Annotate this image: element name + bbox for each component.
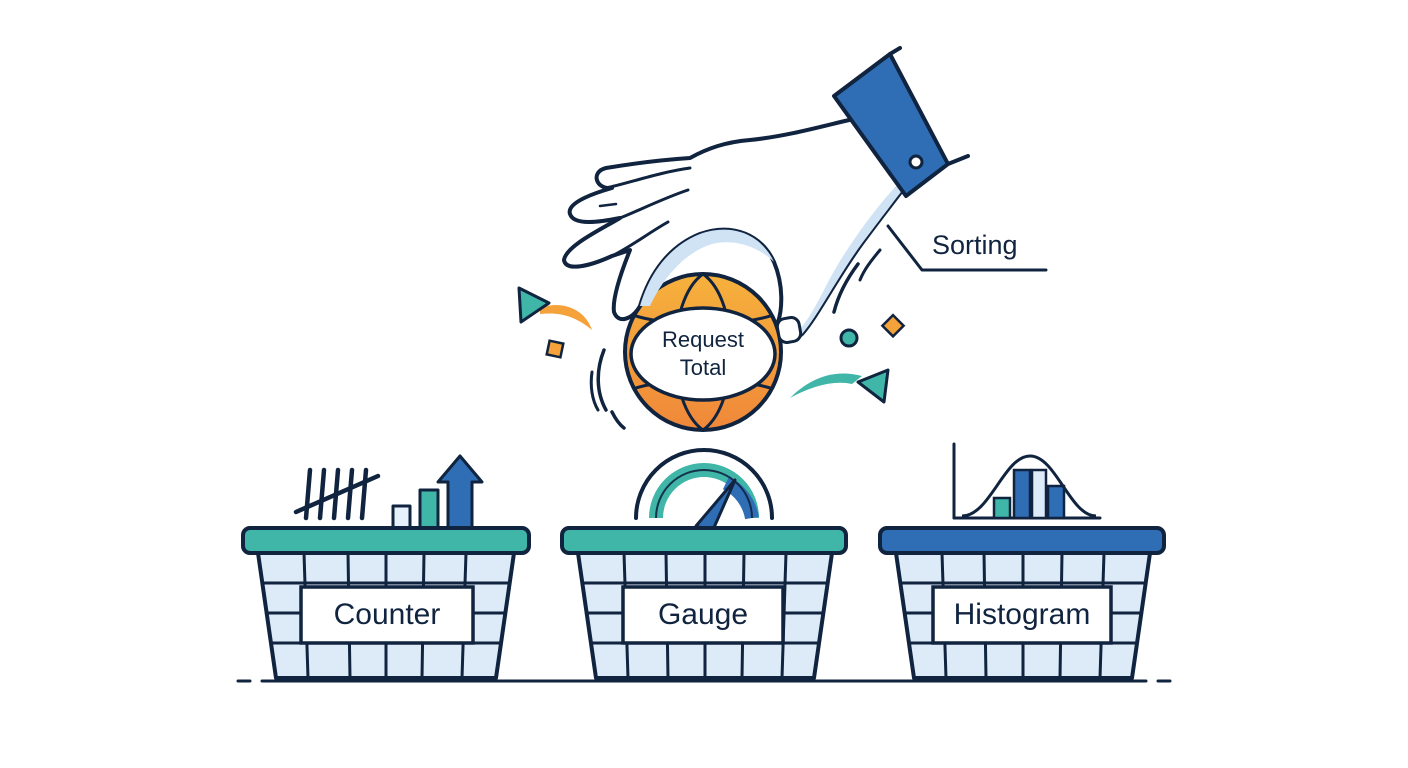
ball-label-line2: Total bbox=[680, 355, 726, 380]
request-total-ball: Request Total bbox=[623, 272, 783, 432]
gauge-basket: Gauge bbox=[560, 448, 848, 680]
triangle-marker-left bbox=[517, 286, 551, 324]
histogram-basket: Histogram bbox=[878, 442, 1166, 680]
triangle-marker-right bbox=[856, 368, 890, 404]
histogram-label: Histogram bbox=[954, 598, 1091, 631]
sorting-callout: Sorting bbox=[886, 224, 1048, 272]
sorting-label: Sorting bbox=[932, 230, 1018, 260]
counter-label: Counter bbox=[334, 598, 441, 631]
bell-curve-histogram-icon bbox=[952, 442, 1102, 520]
counter-basket: Counter bbox=[241, 454, 531, 680]
tally-marks-icon bbox=[293, 467, 381, 521]
gauge-dial-icon bbox=[634, 448, 774, 534]
gauge-label: Gauge bbox=[658, 598, 748, 631]
ball-label-line1: Request bbox=[662, 327, 744, 352]
hand-icon bbox=[562, 46, 970, 344]
rising-bars-icon bbox=[391, 454, 484, 530]
motion-accents bbox=[517, 248, 906, 430]
